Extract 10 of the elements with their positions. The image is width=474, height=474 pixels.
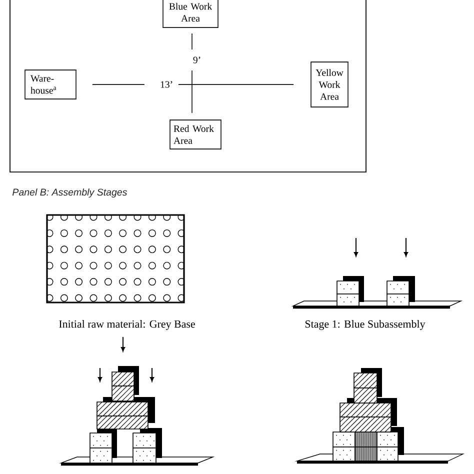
stage-caption: Initial raw material: Grey Base bbox=[59, 320, 195, 330]
area-box: Yellow Work Area bbox=[310, 62, 348, 108]
stage-caption: Stage 1: Blue Subassembly bbox=[305, 320, 426, 330]
edge-label: 13’ bbox=[159, 80, 174, 89]
area-box: Blue Work Area bbox=[162, 0, 218, 28]
edge-label: 9’ bbox=[192, 56, 202, 64]
panel-title: Panel B: Assembly Stages bbox=[12, 188, 128, 198]
area-box: Ware- house$^{a}$ bbox=[24, 70, 76, 100]
distance-line bbox=[92, 84, 294, 85]
area-box: Red Work Area bbox=[170, 120, 222, 150]
